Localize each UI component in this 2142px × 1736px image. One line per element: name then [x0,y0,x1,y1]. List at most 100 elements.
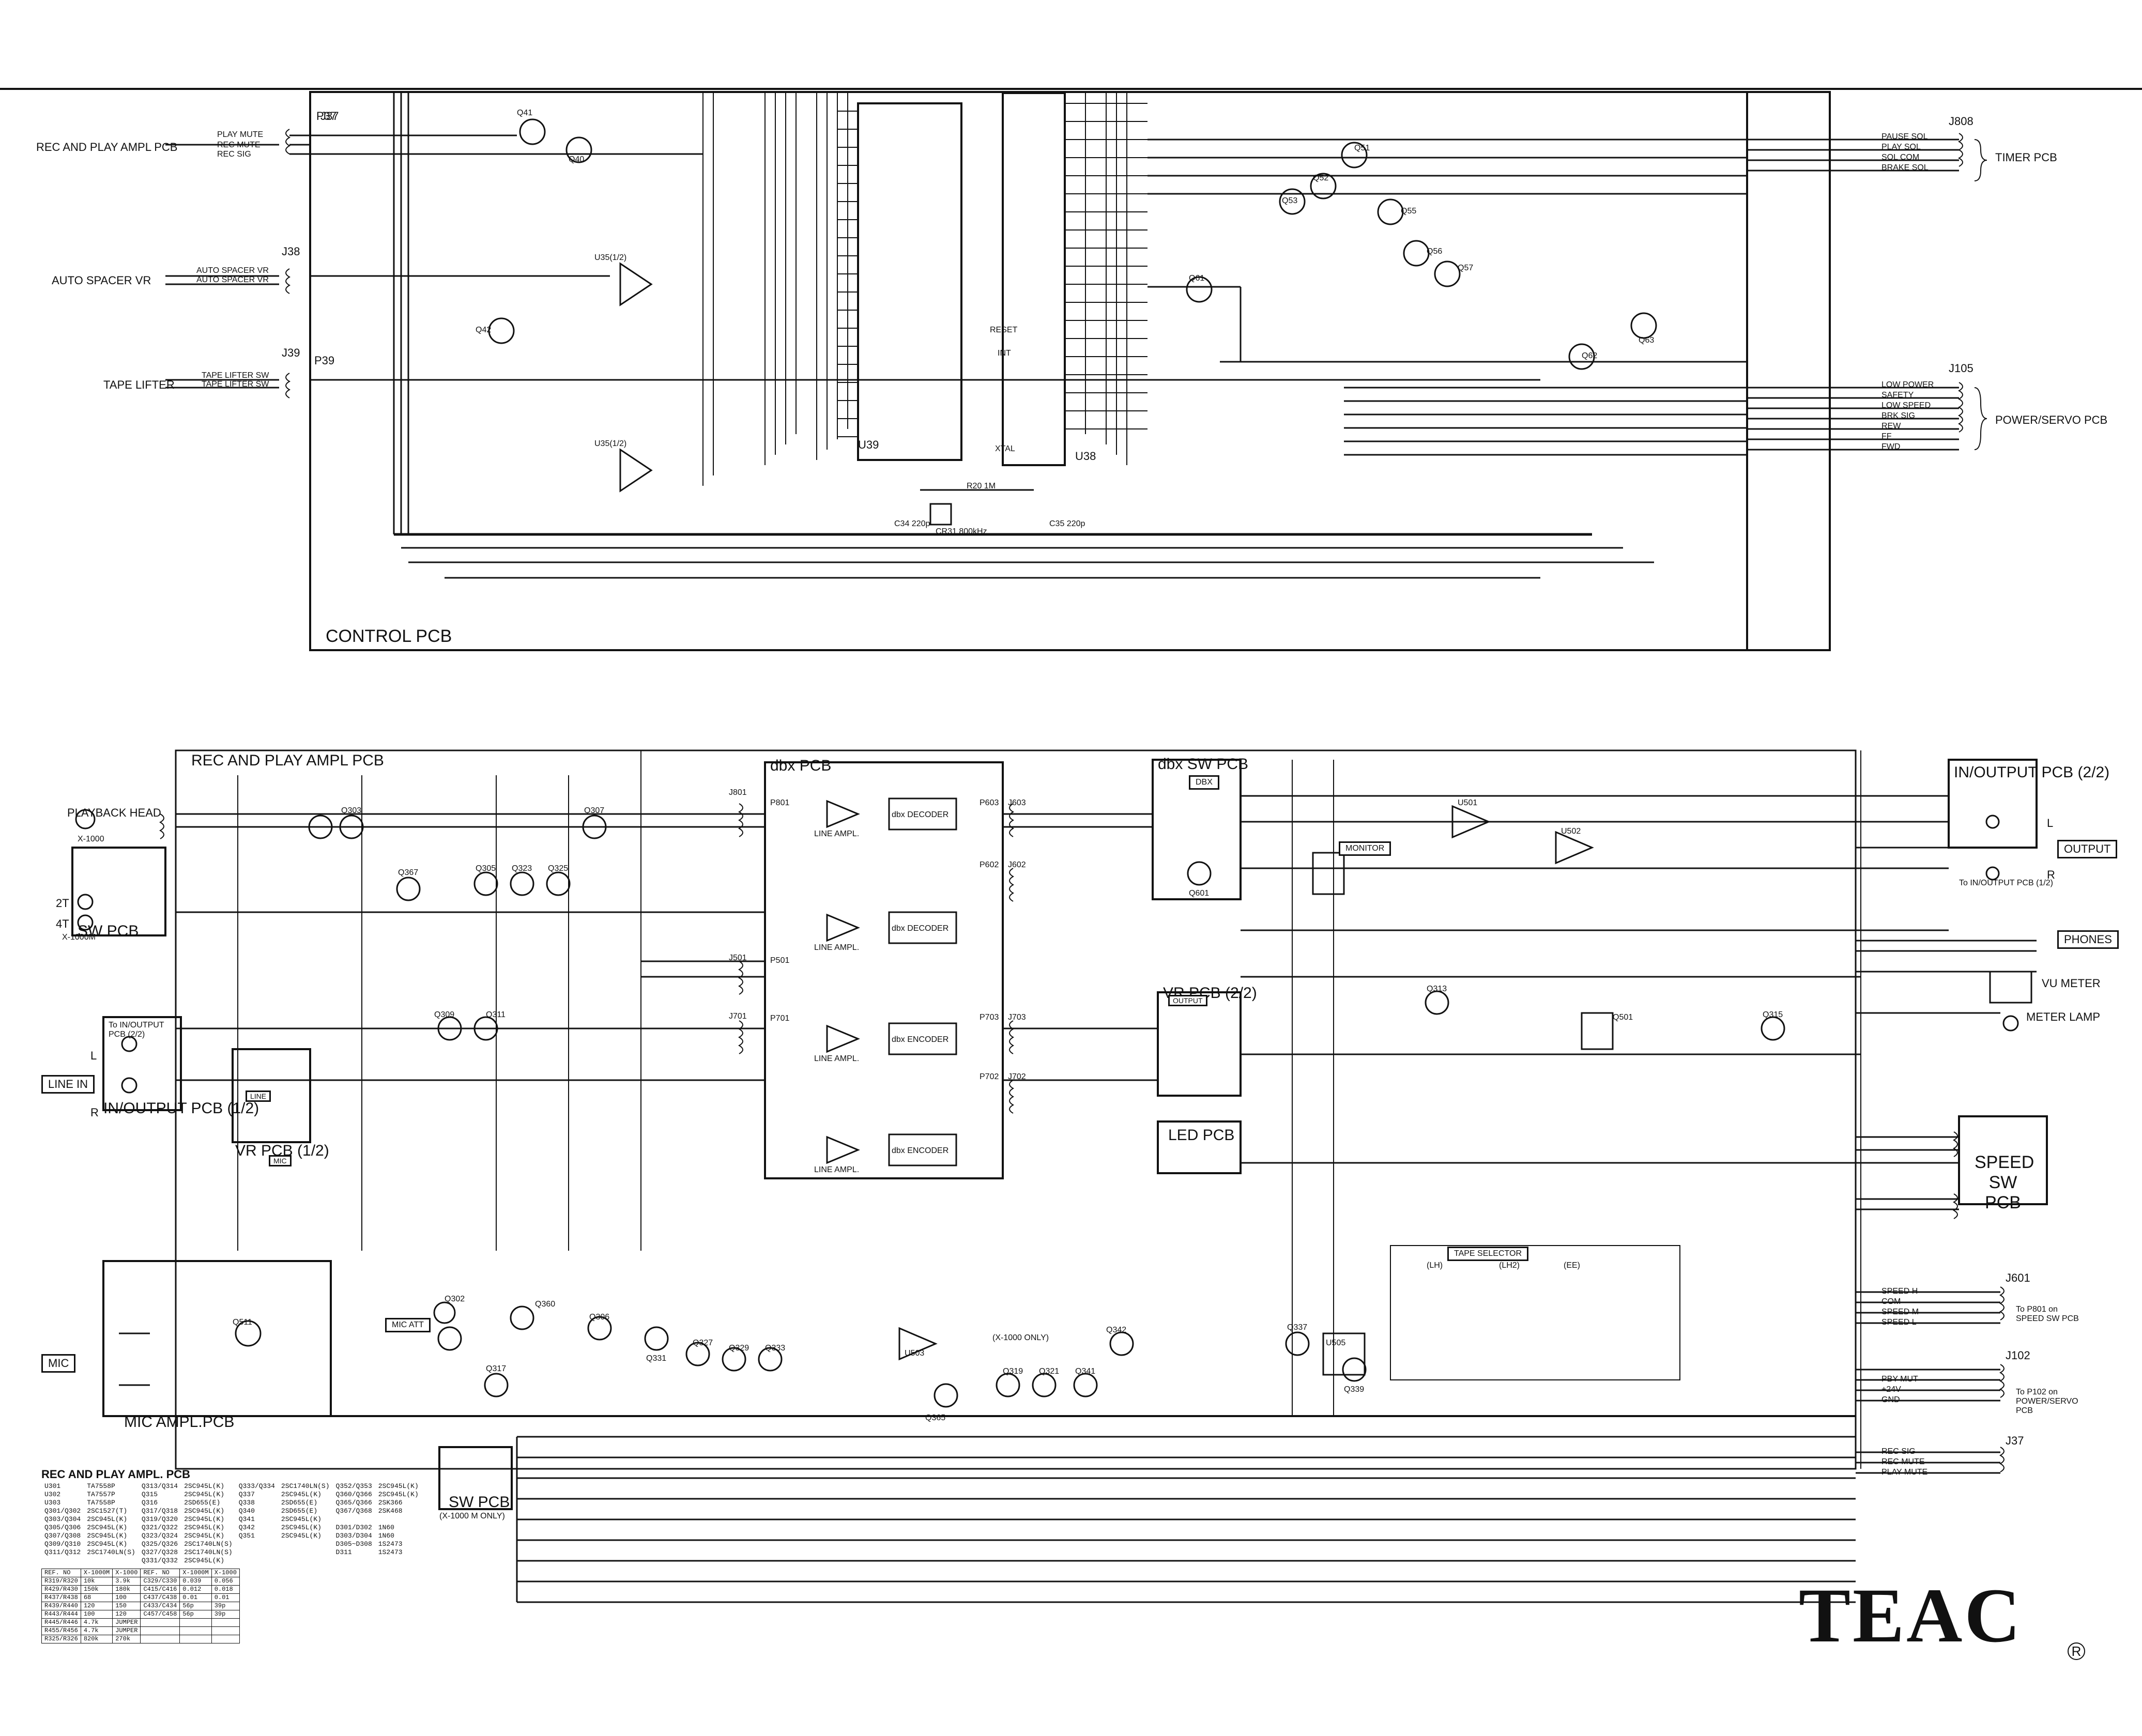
vu-meter-label: VU METER [2042,977,2101,990]
ee-label: (EE) [1564,1261,1580,1270]
q365-label: Q365 [925,1414,946,1422]
legend-cell [278,1540,333,1548]
legend-grid-cell: R325/R326 [41,1635,81,1643]
legend-cell: D301/D302 [335,1524,372,1531]
line-ampl-4: LINE AMPL. [814,1165,860,1174]
line-switch-tag: LINE [246,1090,271,1102]
legend-cell [333,1557,375,1565]
mic-tag-left: MIC [41,1354,76,1373]
legend-grid-cell: 68 [80,1593,113,1602]
legend-grid-header-cell: X-1000 [211,1569,240,1577]
j102-label: J102 [2006,1349,2030,1362]
legend-cell [278,1548,333,1557]
legend-grid-cell: C433/C434 [140,1602,180,1610]
u39-label: U39 [858,438,879,451]
legend-grid-cell [140,1635,180,1643]
legend-grid-header-cell: X-1000 [112,1569,141,1577]
legend-grid-header-cell: REF. NO [41,1569,81,1577]
legend-cell: Q316 [141,1499,158,1507]
legend-grid-cell: 3.9k [112,1577,141,1586]
legend-grid-cell: 39p [211,1610,240,1619]
j37b-label: J37 [2006,1434,2024,1447]
speed-l-label: SPEED L [1881,1318,1917,1327]
legend-cell: U302 [44,1491,61,1498]
legend-grid-cell: 0.056 [211,1577,240,1586]
speed-m-label: SPEED M [1881,1308,1919,1316]
legend-cell: U301 [44,1482,61,1490]
legend-grid-cell [179,1626,212,1635]
legend-cell: TA7557P [87,1491,115,1498]
line-in-l: L [90,1049,97,1062]
u35-a-label: U35(1/2) [594,253,627,262]
mic-switch-tag: MIC [269,1155,292,1166]
pby-mut-label: PBY MUT [1881,1375,1918,1384]
j38-label: J38 [282,245,300,258]
legend-cell: Q307/Q308 [44,1532,81,1540]
p602-label: P602 [980,861,999,869]
lh-label: (LH) [1427,1261,1443,1270]
legend-cell: D305~D308 [335,1540,372,1548]
q40-label: Q40 [569,155,585,164]
timer-pcb-label: TIMER PCB [1995,151,2057,164]
legend-grid-cell: 150k [80,1585,113,1594]
low-power-label: LOW POWER [1881,380,1934,389]
legend-grid-cell: R445/R446 [41,1618,81,1627]
legend-grid-header-cell: X-1000M [80,1569,113,1577]
tape-lifter-sw-b: TAPE LIFTER SW [202,380,269,389]
cr31-label: CR31 800kHz [936,527,987,536]
legend-cell: Q303/Q304 [44,1515,81,1523]
auto-spacer-vr-a: AUTO SPACER VR [196,266,269,275]
power-servo-pcb-label: POWER/SERVO PCB [1995,413,2108,426]
p801-label: P801 [770,798,790,807]
q341-label: Q341 [1075,1367,1096,1376]
legend-cell: 2SD655(E) [184,1499,221,1507]
r20-label: R20 1M [967,482,996,490]
line-ampl-1: LINE AMPL. [814,829,860,838]
legend-grid-cell: 820k [80,1635,113,1643]
legend-cell: 2SC945L(K) [281,1532,322,1540]
rec-sig-label: REC SIG [217,150,251,159]
legend-cell [375,1515,422,1524]
lh2-label: (LH2) [1499,1261,1520,1270]
legend-cell: 2SC945L(K) [184,1557,225,1564]
q321-label: Q321 [1039,1367,1060,1376]
legend-cell: Q317/Q318 [141,1507,178,1515]
to-p102-note: To P102 on POWER/SERVO PCB [2016,1388,2078,1415]
legend-grid-cell: 100 [112,1593,141,1602]
legend-cell: Q342 [238,1524,255,1531]
legend-cell: Q323/Q324 [141,1532,178,1540]
int-pin-label: INT [998,349,1011,358]
legend-grid-cell: 0.01 [179,1593,212,1602]
dbx-decoder-2: dbx DECODER [892,924,949,933]
legend-grid-header-cell: REF. NO [140,1569,180,1577]
j37-label: J37 [320,110,339,122]
control-pcb-label: CONTROL PCB [326,626,452,646]
dbx-decoder-1: dbx DECODER [892,810,949,819]
low-speed-label: LOW SPEED [1881,401,1931,410]
q55-label: Q55 [1401,207,1417,216]
j501-label: J501 [729,954,747,962]
legend-cell: Q305/Q306 [44,1524,81,1531]
to-in-output-1-note: To IN/OUTPUT PCB (1/2) [1959,879,2053,887]
led-pcb-title: LED PCB [1168,1127,1235,1144]
p501-label: P501 [770,956,790,965]
legend-grid-cell: C329/C330 [140,1577,180,1586]
mic-att-tag: MIC ATT [385,1318,431,1332]
legend-cell: Q315 [141,1491,158,1498]
legend-grid-cell: C415/C416 [140,1585,180,1594]
output-tag: OUTPUT [2057,840,2118,858]
legend-cell: 2SC945L(K) [87,1532,128,1540]
j105-label: J105 [1949,362,1973,375]
legend-grid-cell: R439/R440 [41,1602,81,1610]
legend-grid-cell [211,1626,240,1635]
legend-cell [333,1515,375,1524]
legend-grid-cell: 180k [112,1585,141,1594]
